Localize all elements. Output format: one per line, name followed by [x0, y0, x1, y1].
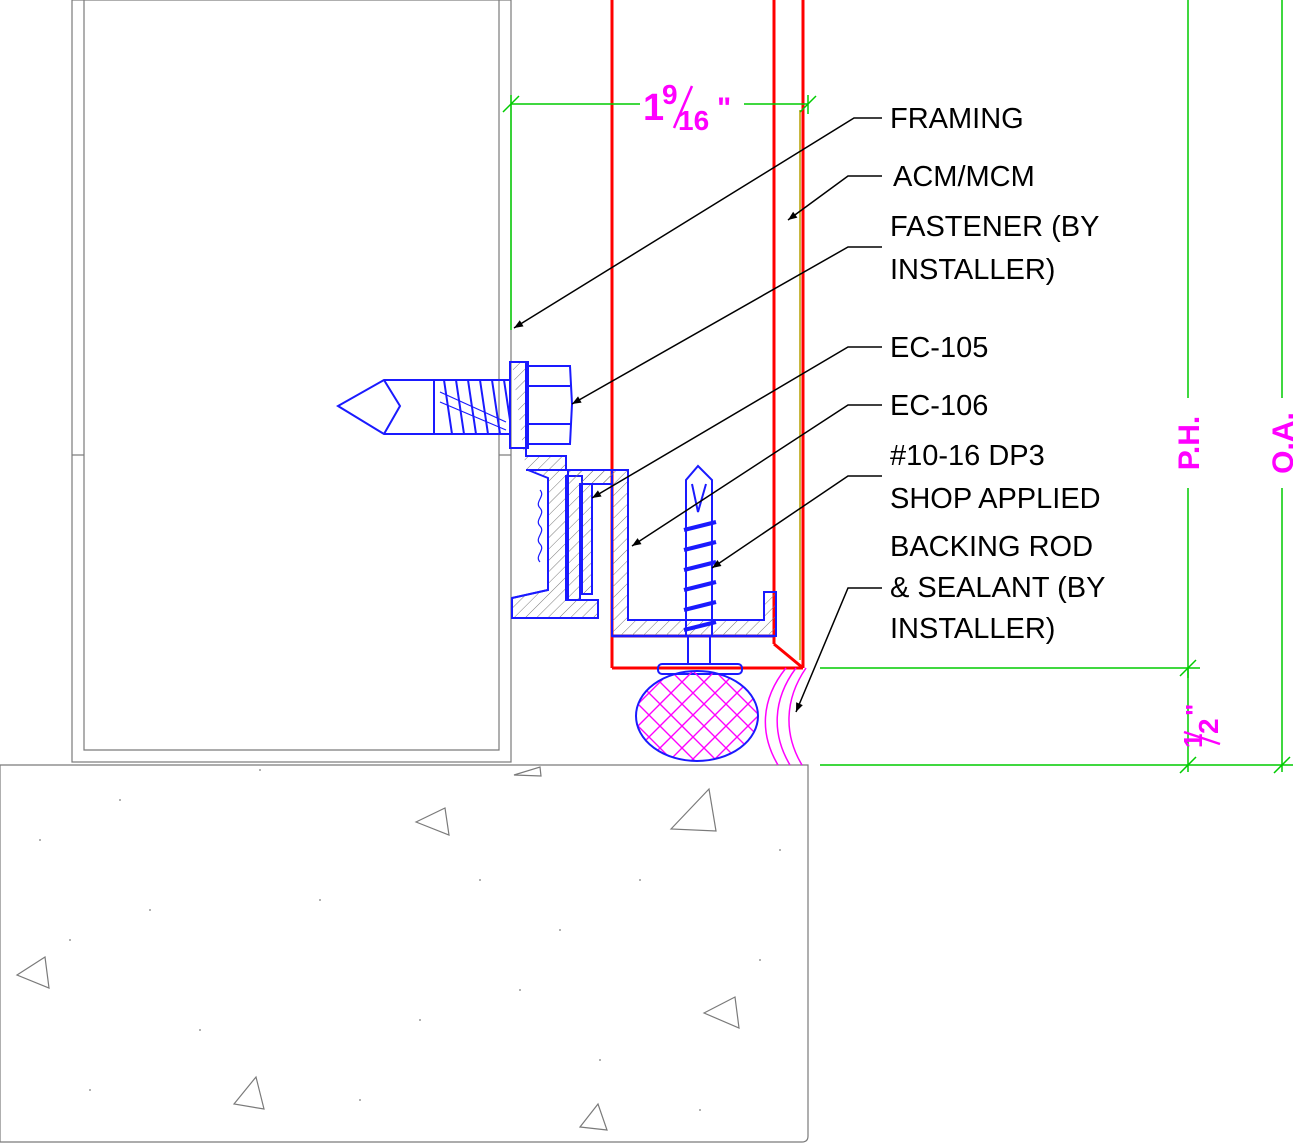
dim-overall: O.A. — [1267, 412, 1293, 474]
dim-gap-unit: " — [1180, 704, 1210, 716]
dim-panel-width: 1 9 16 " — [643, 79, 731, 136]
callout-labels: FRAMING ACM/MCM FASTENER (BY INSTALLER) … — [890, 103, 1105, 645]
leader-lines — [513, 117, 882, 713]
label-ec105: EC-105 — [890, 332, 988, 364]
label-sealant-line3: INSTALLER) — [890, 613, 1055, 645]
dim-width-whole: 1 — [643, 87, 664, 129]
label-screw-line2: SHOP APPLIED — [890, 483, 1101, 515]
concrete-slab — [0, 764, 809, 1143]
label-fastener-line1: FASTENER (BY — [890, 211, 1100, 243]
sealant-bead — [764, 667, 807, 766]
ec106-extrusion — [567, 469, 777, 637]
dim-width-unit: " — [717, 92, 731, 125]
label-acm-mcm: ACM/MCM — [893, 161, 1035, 193]
fastener-screw-horizontal — [336, 361, 574, 449]
label-fastener-line2: INSTALLER) — [890, 254, 1055, 286]
acm-panel — [610, 0, 805, 670]
label-ec106: EC-106 — [890, 390, 988, 422]
dim-joint-gap: 1 2 " — [1178, 704, 1224, 748]
label-sealant-line2: & SEALANT (BY — [890, 572, 1105, 604]
dim-gap-denominator: 2 — [1193, 718, 1224, 734]
dim-width-denominator: 16 — [678, 105, 709, 136]
ec105-extrusion — [511, 361, 613, 619]
label-screw-line1: #10-16 DP3 — [890, 440, 1045, 472]
dimension-lines — [502, 0, 1293, 774]
dim-panel-height: P.H. — [1173, 416, 1206, 470]
dp3-screw-vertical — [657, 464, 743, 675]
dim-width-numerator: 9 — [662, 79, 678, 110]
label-sealant-line1: BACKING ROD — [890, 531, 1093, 563]
label-framing: FRAMING — [890, 103, 1024, 135]
backing-rod — [635, 670, 759, 762]
